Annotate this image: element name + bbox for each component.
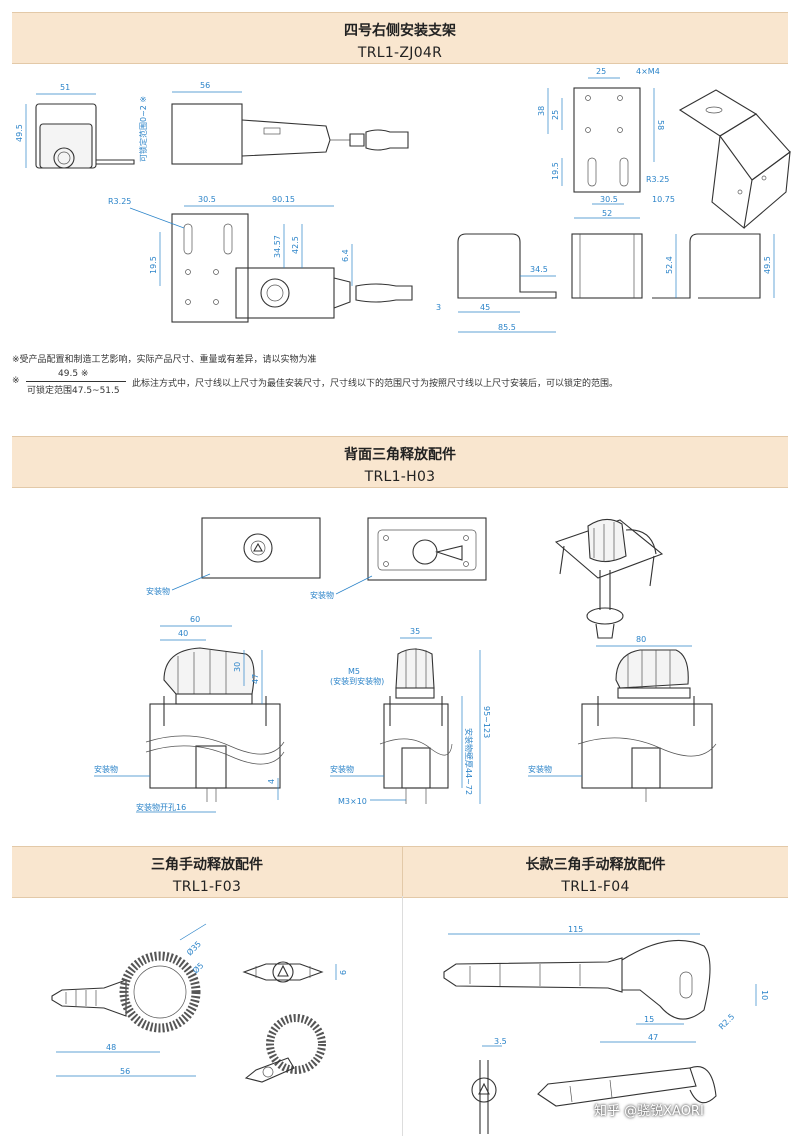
dim-30: 30	[233, 662, 242, 672]
label-mount-4: 安装物	[330, 764, 354, 774]
label-mount-2: 安装物	[310, 590, 334, 600]
dim-40: 40	[178, 629, 188, 638]
label-hole: 安装物开孔16	[136, 802, 186, 812]
dim-19-5a: 19.5	[149, 256, 158, 274]
dim-52: 52	[602, 209, 612, 218]
dim-3-5: 3.5	[494, 1037, 507, 1046]
bracket-iso-view	[678, 89, 791, 230]
dim-52-4: 52.4	[665, 256, 674, 274]
dim-4: 4	[267, 779, 276, 784]
section2-model: TRL1-H03	[364, 469, 436, 485]
dim-95: 95~123	[482, 706, 491, 738]
dim-phi5: Ø5	[190, 960, 205, 975]
dim-15: 15	[644, 1015, 654, 1024]
dim-25v: 25	[551, 110, 560, 120]
release-iso-view	[554, 518, 664, 639]
mount-plate-front: 安装物	[146, 517, 321, 596]
manual-release-drawings: Ø35 Ø5 48 56 9 115 10 15 R2.5 47 3.5	[51, 923, 769, 1134]
dim-6-4: 6.4	[341, 249, 350, 262]
dim-85-5: 85.5	[498, 323, 516, 332]
dim-42-5: 42.5	[291, 236, 300, 254]
note-2-rule	[26, 381, 126, 382]
dim-49-5-right: 49.5	[763, 256, 772, 274]
dim-56: 56	[200, 81, 210, 90]
dim-r325a: R3.25	[108, 197, 131, 206]
dim-49-5-left: 49.5	[15, 124, 24, 142]
dim-80: 80	[636, 635, 646, 644]
f04-tool-side: 115 10 15 R2.5 47	[443, 925, 769, 1043]
release-elevation-2: 35 M5 (安装到安装物) 安装物壁厚44~72 95~123 安装物 M3×…	[330, 627, 491, 806]
section3-right-model: TRL1-F04	[561, 879, 630, 895]
f03-tool-iso	[244, 1014, 326, 1083]
section1-header: 四号右侧安装支架 TRL1-ZJ04R	[12, 12, 788, 64]
label-m5-sub: (安装到安装物)	[330, 676, 384, 686]
dim-90-15: 90.15	[272, 195, 295, 204]
dim-60: 60	[190, 615, 200, 624]
section3-left-title: 三角手动释放配件	[151, 857, 263, 873]
bracket-plate-view: 25 4×M4 38 25 58 19.5 R3.25 30.5 10.75 5…	[537, 67, 675, 219]
dim-range-v: 可锁定范围0~2 ※	[138, 96, 148, 162]
label-mount-1: 安装物	[146, 586, 170, 596]
dim-9: 9	[338, 970, 347, 975]
mount-plate-back: 安装物	[310, 517, 487, 600]
note-2-text: 此标注方式中，尺寸线以上尺寸为最佳安装尺寸，尺寸线以下的范围尺寸为按照尺寸线以上…	[132, 379, 619, 389]
dim-10: 10	[760, 990, 769, 1000]
label-mount-5: 安装物	[528, 764, 552, 774]
dim-4m4: 4×M4	[636, 67, 660, 76]
dim-51: 51	[60, 83, 70, 92]
section1-title: 四号右侧安装支架	[344, 23, 456, 39]
dim-58: 58	[656, 120, 665, 130]
f04-tool-end: 3.5	[471, 1037, 507, 1134]
dim-34-5: 34.5	[530, 265, 548, 274]
label-mount-3: 安装物	[94, 764, 118, 774]
dim-19-5b: 19.5	[551, 162, 560, 180]
section2-header: 背面三角释放配件 TRL1-H03	[12, 436, 788, 488]
note-2-prefix: ※	[12, 376, 20, 386]
dim-56: 56	[120, 1067, 130, 1076]
f04-tool-iso	[537, 1066, 717, 1107]
bracket-side-view: 56	[171, 81, 409, 165]
section3-right-title: 长款三角手动释放配件	[525, 857, 666, 873]
dim-r325b: R3.25	[646, 175, 669, 184]
note-1: ※受产品配置和制造工艺影响，实际产品尺寸、重量或有差异，请以实物为准	[12, 355, 317, 365]
dim-48: 48	[106, 1043, 116, 1052]
bracket-front-view: 51 49.5 可锁定范围0~2 ※	[15, 83, 148, 169]
dim-10-75: 10.75	[652, 195, 675, 204]
label-m5: M5	[348, 667, 360, 676]
dim-47: 47	[251, 674, 260, 684]
dim-45: 45	[480, 303, 490, 312]
dim-115: 115	[568, 925, 583, 934]
dim-r25: R2.5	[717, 1012, 736, 1031]
dim-30-5b: 30.5	[600, 195, 618, 204]
section3-right-header: 长款三角手动释放配件 TRL1-F04	[403, 846, 788, 898]
f03-tool-top: 9	[242, 961, 347, 983]
note-2-top: 49.5 ※	[58, 369, 89, 379]
dim-34-57: 34.57	[273, 235, 282, 258]
section3-divider	[402, 896, 403, 1136]
dim-47b: 47	[648, 1033, 658, 1042]
dim-30-5a: 30.5	[198, 195, 216, 204]
release-elevation-3: 80 安装物	[528, 635, 717, 802]
dim-3: 3	[436, 303, 441, 312]
dim-35: 35	[410, 627, 420, 636]
f03-tool-side: Ø35 Ø5 48 56	[51, 923, 207, 1077]
bracket-bottom-views: 34.5 3 45 85.5 52.4 49.5	[436, 233, 775, 333]
dim-38: 38	[537, 106, 546, 116]
label-m3: M3×10	[338, 797, 367, 806]
release-elevation-1: 60 40 30 47 4 安装物 安装物开孔16	[94, 615, 285, 813]
bracket-drawings: 51 49.5 可锁定范围0~2 ※ 56 R3.25 30.5 90.15 1…	[15, 67, 791, 333]
section2-title: 背面三角释放配件	[344, 447, 456, 463]
section3-left-header: 三角手动释放配件 TRL1-F03	[12, 846, 403, 898]
dim-25: 25	[596, 67, 606, 76]
section3-left-model: TRL1-F03	[172, 879, 242, 895]
watermark: 知乎 @骁锐XAORI	[594, 1104, 704, 1119]
dim-wall: 安装物壁厚44~72	[464, 728, 474, 795]
release-accessory-drawings: 安装物 安装物 60 40	[94, 517, 717, 813]
dim-phi35: Ø35	[184, 939, 203, 958]
bracket-top-view: R3.25 30.5 90.15 19.5 34.57 42.5 6.4	[108, 195, 413, 323]
section1-model: TRL1-ZJ04R	[357, 45, 443, 61]
note-2-bottom: 可锁定范围47.5~51.5	[27, 386, 120, 396]
